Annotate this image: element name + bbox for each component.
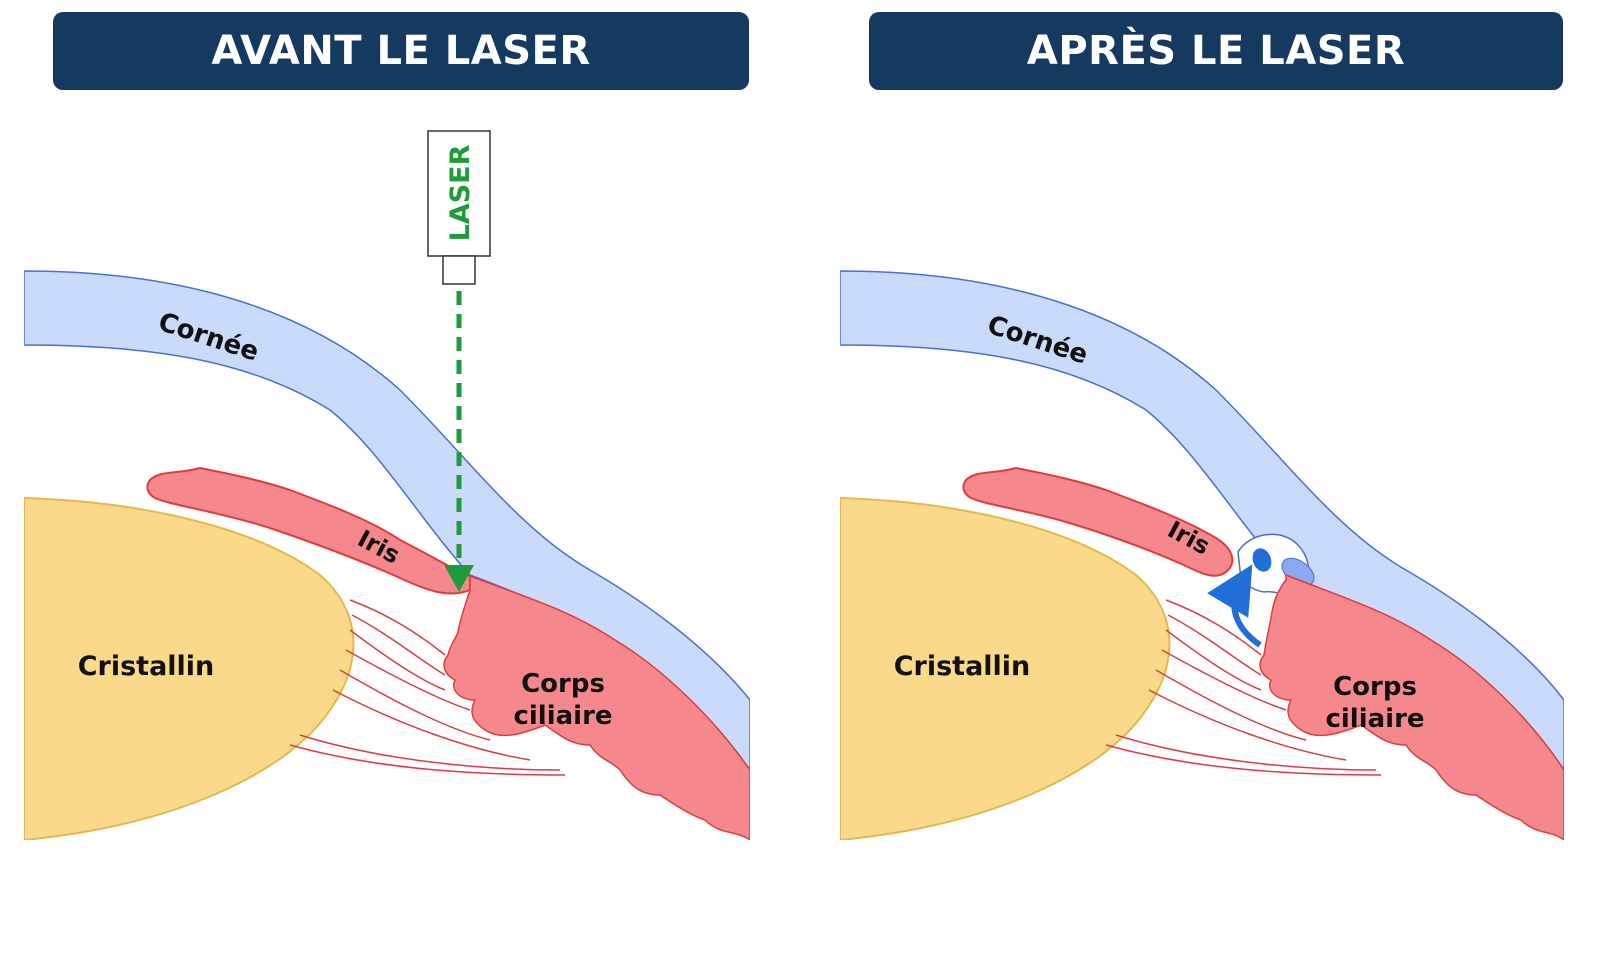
laser-beam-arrowhead — [444, 565, 474, 592]
laser-device-nozzle — [442, 255, 476, 285]
laser-label: LASER — [445, 144, 476, 241]
lens-shape-after — [840, 496, 1171, 840]
aqueous-flow-arrow — [1207, 564, 1262, 648]
panel-after: Cornée Iris Cristallin Corps ciliaire — [840, 270, 1564, 840]
label-ciliary-after-line2: ciliaire — [1325, 704, 1424, 734]
ciliary-body-shape-after — [1259, 573, 1564, 840]
label-lens-before: Cristallin — [78, 651, 215, 682]
panel-title-after: APRÈS LE LASER — [869, 12, 1563, 90]
zonule-fibers — [289, 599, 566, 776]
zonule-fibers-after — [1105, 599, 1382, 776]
panel-before: LASER Cornée Iris Cristallin Corps cilia… — [24, 130, 750, 840]
label-lens-after: Cristallin — [894, 651, 1031, 682]
label-ciliary-after-line1: Corps — [1333, 672, 1417, 702]
label-ciliary-before-line1: Corps — [521, 669, 605, 699]
lens-shape — [24, 496, 355, 840]
ciliary-body-shape — [443, 574, 750, 840]
panel-title-before: AVANT LE LASER — [53, 12, 749, 90]
laser-device-body — [427, 130, 491, 257]
label-ciliary-before-line2: ciliaire — [513, 701, 612, 731]
aqueous-flow-droplet — [1252, 548, 1272, 572]
laser-device: LASER — [427, 130, 491, 285]
